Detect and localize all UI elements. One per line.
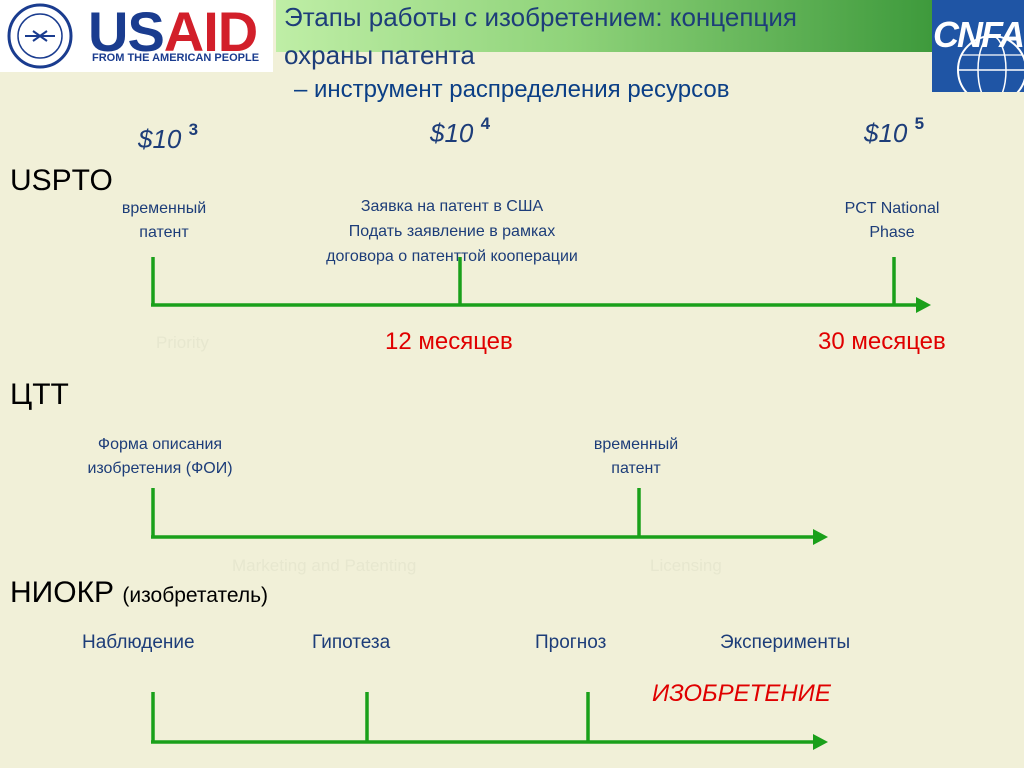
price-10-3: $10 3 (138, 120, 199, 154)
uspto-heading: USPTO (10, 164, 113, 197)
ctt-arrow-head (813, 529, 828, 545)
marketing-ghost-label: Marketing and Patenting (232, 556, 417, 575)
usaid-logo: USAID FROM THE AMERICAN PEOPLE (0, 0, 273, 72)
months-30-label: 30 месяцев (818, 328, 946, 355)
step-experiments: Эксперименты (720, 632, 851, 653)
step-observation: Наблюдение (82, 632, 195, 653)
usaid-wordmark: USAID (88, 0, 258, 63)
ctt-timeline (151, 488, 815, 539)
step-hypothesis: Гипотеза (312, 632, 391, 653)
globe-icon (957, 35, 1024, 92)
page-title-line2: охраны патента (284, 40, 475, 70)
niokr-timeline (151, 692, 815, 744)
cnfa-logo: CNFA (932, 0, 1024, 92)
invention-label: ИЗОБРЕТЕНИЕ (652, 680, 831, 707)
usaid-tagline: FROM THE AMERICAN PEOPLE (92, 52, 260, 64)
step-prediction: Прогноз (535, 632, 607, 653)
page-title-line1: Этапы работы с изобретением: концепция (284, 2, 797, 32)
uspto-arrow-head (916, 297, 931, 313)
licensing-ghost-label: Licensing (650, 556, 722, 575)
months-12-label: 12 месяцев (385, 328, 513, 355)
usaid-seal-icon (7, 3, 73, 69)
ctt-heading: ЦТТ (10, 378, 69, 411)
price-10-4: $10 4 (430, 114, 491, 148)
uspto-timeline (151, 257, 918, 307)
priority-ghost-label: Priority (156, 333, 209, 352)
title-banner (276, 0, 932, 52)
cnfa-wordmark: CNFA (933, 14, 1024, 55)
page-subtitle: – инструмент распределения ресурсов (294, 76, 730, 103)
price-10-5: $10 5 (864, 114, 925, 148)
niokr-heading: НИОКР (изобретатель) (10, 576, 269, 609)
niokr-arrow-head (813, 734, 828, 750)
